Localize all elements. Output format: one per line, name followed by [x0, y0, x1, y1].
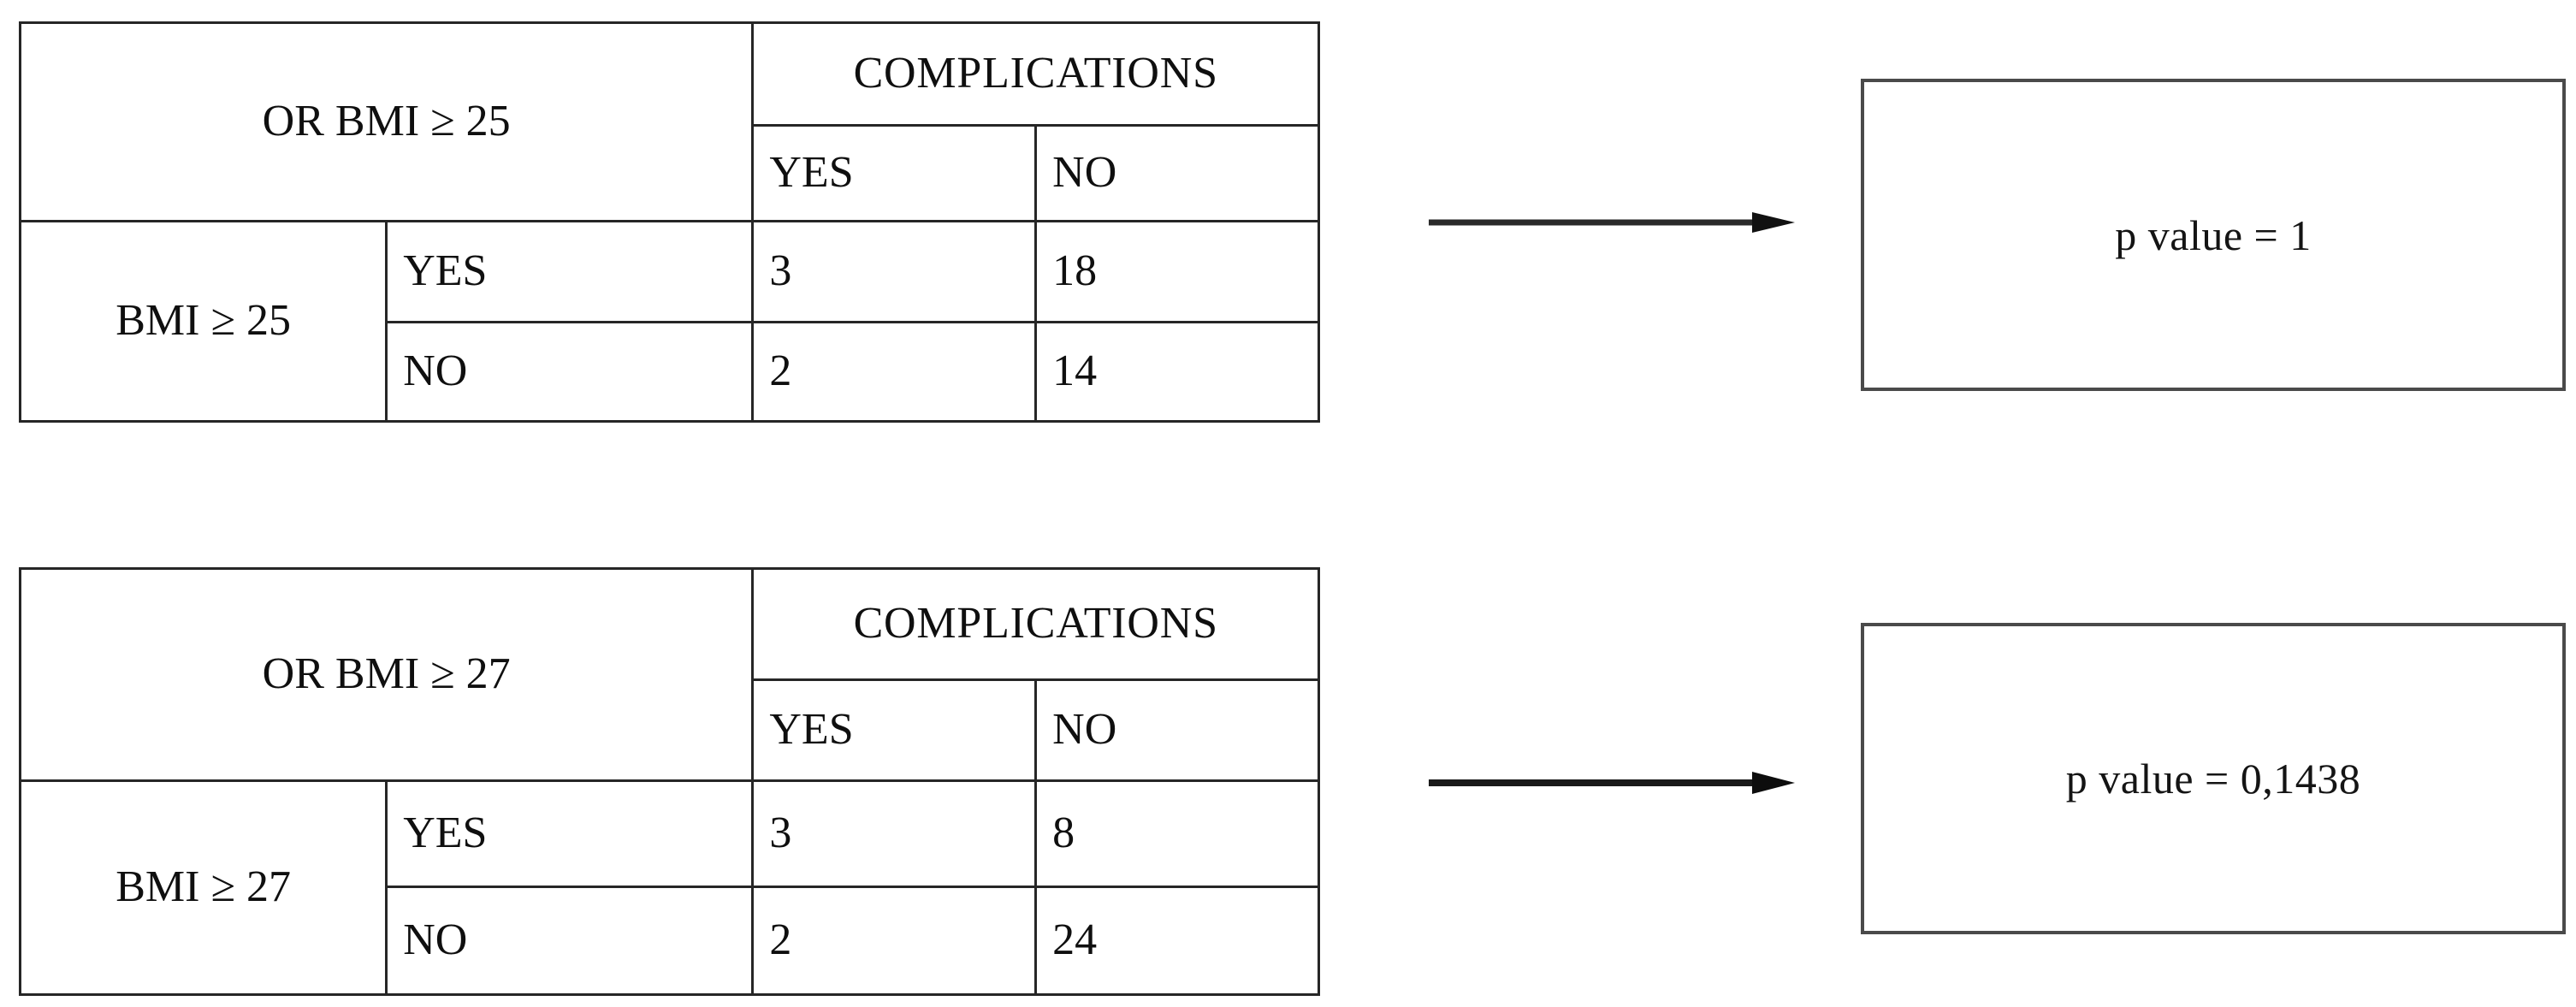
cell-no-no: 24: [1034, 886, 1320, 996]
cell-yes-no: 8: [1034, 779, 1320, 888]
column-header-yes: YES: [751, 124, 1038, 222]
table-row-header-sub: YES NO: [21, 124, 1320, 222]
right-arrow-icon: [1427, 766, 1795, 800]
cell-no-yes: 2: [751, 886, 1038, 996]
table-row: NO 2 24: [21, 886, 1320, 996]
row-header-yes: YES: [385, 220, 755, 323]
row-header-no: NO: [385, 321, 755, 423]
cell-yes-yes: 3: [751, 779, 1038, 888]
corner-header-label: OR BMI ≥ 27: [18, 567, 755, 782]
analysis-block-bmi25: OR BMI ≥ 25 COMPLICATIONS YES NO BMI ≥ 2…: [0, 21, 2576, 423]
cell-no-yes: 2: [751, 321, 1038, 423]
table-row-header-top: OR BMI ≥ 27 COMPLICATIONS: [18, 567, 1320, 782]
table-row: BMI ≥ 27 YES 3 8: [18, 779, 1320, 996]
contingency-table-bmi25: OR BMI ≥ 25 COMPLICATIONS YES NO BMI ≥ 2…: [18, 21, 1320, 423]
column-group-header-complications: COMPLICATIONS: [751, 21, 1320, 127]
right-arrow-icon: [1427, 205, 1795, 240]
table-row: BMI ≥ 25 YES 3 18: [18, 220, 1320, 423]
contingency-table-bmi27: OR BMI ≥ 27 COMPLICATIONS YES NO BMI ≥ 2…: [18, 567, 1320, 996]
row-group-label: BMI ≥ 25: [18, 220, 388, 423]
cell-yes-no: 18: [1034, 220, 1320, 323]
p-value-label: p value = 0,1438: [2065, 755, 2361, 803]
column-group-header-complications: COMPLICATIONS: [751, 567, 1320, 681]
corner-header-label: OR BMI ≥ 25: [18, 21, 755, 222]
column-header-no: NO: [1034, 678, 1320, 782]
result-box-pvalue-bmi25: p value = 1: [1861, 79, 2566, 391]
row-header-no: NO: [385, 886, 755, 996]
table-row-header-sub: YES NO: [21, 678, 1320, 782]
column-header-no: NO: [1034, 124, 1320, 222]
analysis-block-bmi27: OR BMI ≥ 27 COMPLICATIONS YES NO BMI ≥ 2…: [0, 567, 2576, 996]
p-value-label: p value = 1: [2115, 210, 2312, 259]
cell-no-no: 14: [1034, 321, 1320, 423]
table-row-header-top: OR BMI ≥ 25 COMPLICATIONS: [18, 21, 1320, 222]
cell-yes-yes: 3: [751, 220, 1038, 323]
row-group-label: BMI ≥ 27: [18, 779, 388, 996]
row-header-yes: YES: [385, 779, 755, 888]
result-box-pvalue-bmi27: p value = 0,1438: [1861, 623, 2566, 934]
column-header-yes: YES: [751, 678, 1038, 782]
table-row: NO 2 14: [21, 321, 1320, 423]
